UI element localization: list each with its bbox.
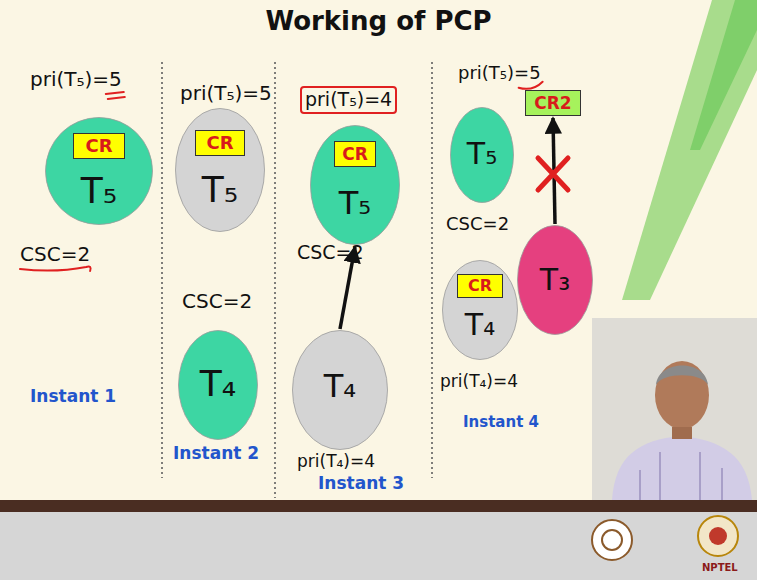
circle-shape [451, 108, 514, 203]
circle-shape [311, 126, 400, 245]
institute-logo [602, 530, 622, 550]
annotation-label: pri(T₄)=4 [297, 452, 375, 472]
resource-name: CR [342, 146, 368, 163]
task-name: T₃ [517, 265, 593, 295]
annotation-label: pri(T₅)=5 [458, 63, 541, 84]
circle-shape [443, 261, 518, 360]
instant-label: Instant 4 [463, 414, 539, 431]
annotation-label: pri(T₄)=4 [440, 372, 518, 392]
institute-logo [592, 520, 632, 560]
blocked-cross [538, 158, 568, 190]
emphasis-underline [108, 97, 125, 99]
presenter-backdrop [592, 318, 757, 500]
circle-shape [518, 226, 593, 335]
logo-caption: NPTEL [702, 562, 738, 574]
task-name: T₅ [175, 172, 265, 208]
task-name: T₅ [310, 187, 400, 219]
process-circle: T₄ CR [442, 260, 518, 360]
presenter-hair [656, 365, 708, 385]
circle-shape [176, 109, 265, 232]
footer-stripe [0, 500, 757, 512]
instant-label: Instant 1 [30, 387, 116, 407]
resource-name: CR [206, 134, 233, 152]
annotation-label: CSC=2 [182, 290, 252, 313]
annotation-label: pri(T₅)=4 [300, 86, 397, 114]
circle-shape [293, 331, 388, 450]
nptel-logo [709, 527, 727, 545]
circle-shape [179, 331, 258, 440]
process-circle: T₅ CR [175, 108, 265, 232]
circle-outline [175, 108, 265, 232]
task-name: T₅ [450, 139, 514, 169]
annotation-label: pri(T₅)=5 [180, 82, 272, 105]
process-circle: T₅ CR [310, 125, 400, 245]
task-name: T₄ [442, 310, 518, 340]
emphasis-underline [106, 92, 124, 94]
presenter-neck [672, 427, 692, 439]
process-circle: T₅ CR [45, 117, 153, 225]
footer-bar [0, 512, 757, 580]
annotation-label: pri(T₅)=5 [30, 68, 122, 91]
resource-box: CR [195, 130, 245, 156]
nptel-logo [698, 516, 738, 556]
resource-box: CR [73, 133, 125, 159]
task-name: T₄ [292, 370, 388, 402]
instant-label: Instant 3 [318, 474, 404, 494]
task-name: T₅ [45, 173, 153, 209]
circle-shape [46, 118, 153, 225]
slide-title: Working of PCP [0, 6, 757, 36]
resource-box: CR [334, 141, 376, 167]
annotation-label: CSC=2 [297, 242, 364, 264]
instant-label: Instant 2 [173, 444, 259, 464]
task-name: T₄ [178, 366, 258, 402]
presenter-head [655, 361, 709, 429]
separator-line [274, 62, 276, 498]
annotation-label: CSC=2 [446, 214, 509, 235]
resource-name: CR [468, 278, 492, 294]
separator-line [161, 62, 163, 478]
resource-name: CR2 [534, 95, 571, 112]
annotation-group [20, 82, 543, 271]
process-circle: T₃ [517, 225, 593, 335]
green-band [690, 0, 757, 150]
shirt-stripes [640, 452, 722, 500]
annotation-label: CSC=2 [20, 243, 90, 266]
resource-name: CR [85, 137, 112, 155]
emphasis-underline [20, 267, 91, 272]
process-circle: T₄ [178, 330, 258, 440]
presenter-shirt [612, 436, 752, 500]
process-circle: T₄ [292, 330, 388, 450]
separator-line [431, 62, 433, 478]
resource-box: CR [457, 274, 503, 298]
resource-box: CR2 [525, 90, 581, 116]
green-band [622, 0, 757, 300]
process-circle: T₅ [450, 107, 514, 203]
